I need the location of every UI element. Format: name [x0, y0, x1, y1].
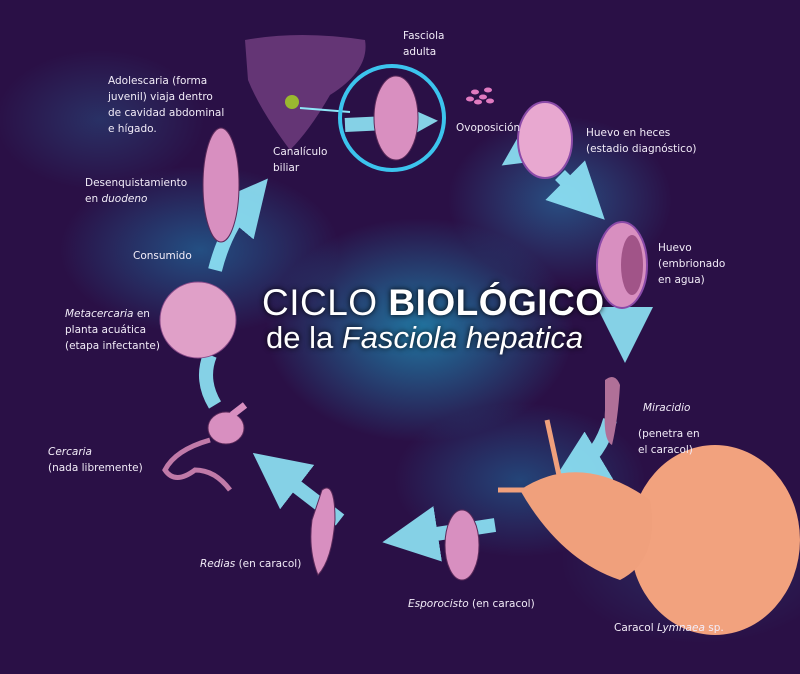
label-consumido: Consumido	[133, 250, 192, 262]
adult-fasciola-ring	[338, 64, 446, 172]
adult-fasciola	[373, 75, 419, 161]
eggs-cluster	[466, 87, 494, 105]
arrow-miracidio-esporocisto	[550, 417, 617, 485]
egg-in-feces	[517, 101, 573, 179]
snail	[498, 419, 800, 635]
metacercaria	[159, 281, 237, 359]
arrow-huevo-embrionado	[545, 160, 605, 220]
label-redias: Redias (en caracol)	[200, 558, 302, 570]
cercaria	[162, 402, 248, 492]
label-cercaria: Cercaria(nada libremente)	[48, 446, 143, 474]
label-ovoposicion: Ovoposición	[456, 122, 521, 134]
miracidium	[604, 376, 620, 445]
adolescaria	[202, 127, 240, 243]
sporocyst	[444, 509, 480, 581]
label-caracol: Caracol Lymnaea sp.	[614, 622, 724, 634]
arrow-cercaria-metacercaria	[199, 352, 222, 409]
label-esporocisto: Esporocisto (en caracol)	[408, 598, 535, 610]
liver	[245, 35, 366, 150]
gallbladder	[285, 95, 299, 109]
label-huevo-heces: Huevo en heces(estadio diagnóstico)	[586, 127, 697, 155]
diagram-title: CICLO BIOLÓGICO	[262, 282, 605, 323]
redia	[310, 487, 336, 576]
diagram-subtitle: de la Fasciola hepatica	[266, 320, 584, 355]
